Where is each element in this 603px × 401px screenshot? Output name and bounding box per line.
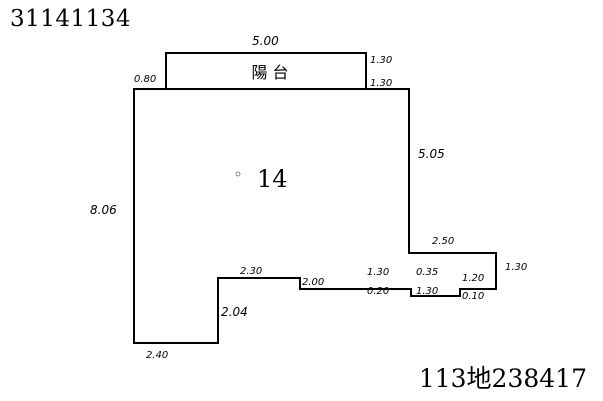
dim-right-upper: 5.05 xyxy=(418,147,445,161)
dim-balcony-right-top: 1.30 xyxy=(370,55,392,66)
land-number: 113地238417 xyxy=(418,364,587,393)
dim-step-top: 2.50 xyxy=(432,236,454,247)
dim-balcony-right-bottom: 1.30 xyxy=(370,78,392,89)
balcony-label: 陽 台 xyxy=(251,63,288,82)
dim-bottom: 2.40 xyxy=(146,350,168,361)
dim-notch-4-top: 1.20 xyxy=(462,273,484,284)
dim-balcony-top: 5.00 xyxy=(252,34,279,48)
dim-lower-left-side: 2.04 xyxy=(221,305,248,319)
dim-notch-2-bottom: 0.20 xyxy=(367,286,389,297)
dim-left-side: 8.06 xyxy=(90,203,117,217)
dim-notch-3-bottom: 1.30 xyxy=(416,286,438,297)
dim-notch-2-top: 1.30 xyxy=(367,267,389,278)
dim-lower-left-top: 2.30 xyxy=(240,266,262,277)
document-id: 31141134 xyxy=(10,6,132,32)
dim-balcony-left: 0.80 xyxy=(134,74,156,85)
dim-notch-3-top: 0.35 xyxy=(416,267,438,278)
dim-right-step: 1.30 xyxy=(505,262,527,273)
center-marker xyxy=(235,171,241,177)
dim-notch-4-bottom: 0.10 xyxy=(462,291,484,302)
room-number: 14 xyxy=(257,165,288,193)
room-outline xyxy=(133,88,497,344)
dim-notch-1: 2.00 xyxy=(302,277,324,288)
